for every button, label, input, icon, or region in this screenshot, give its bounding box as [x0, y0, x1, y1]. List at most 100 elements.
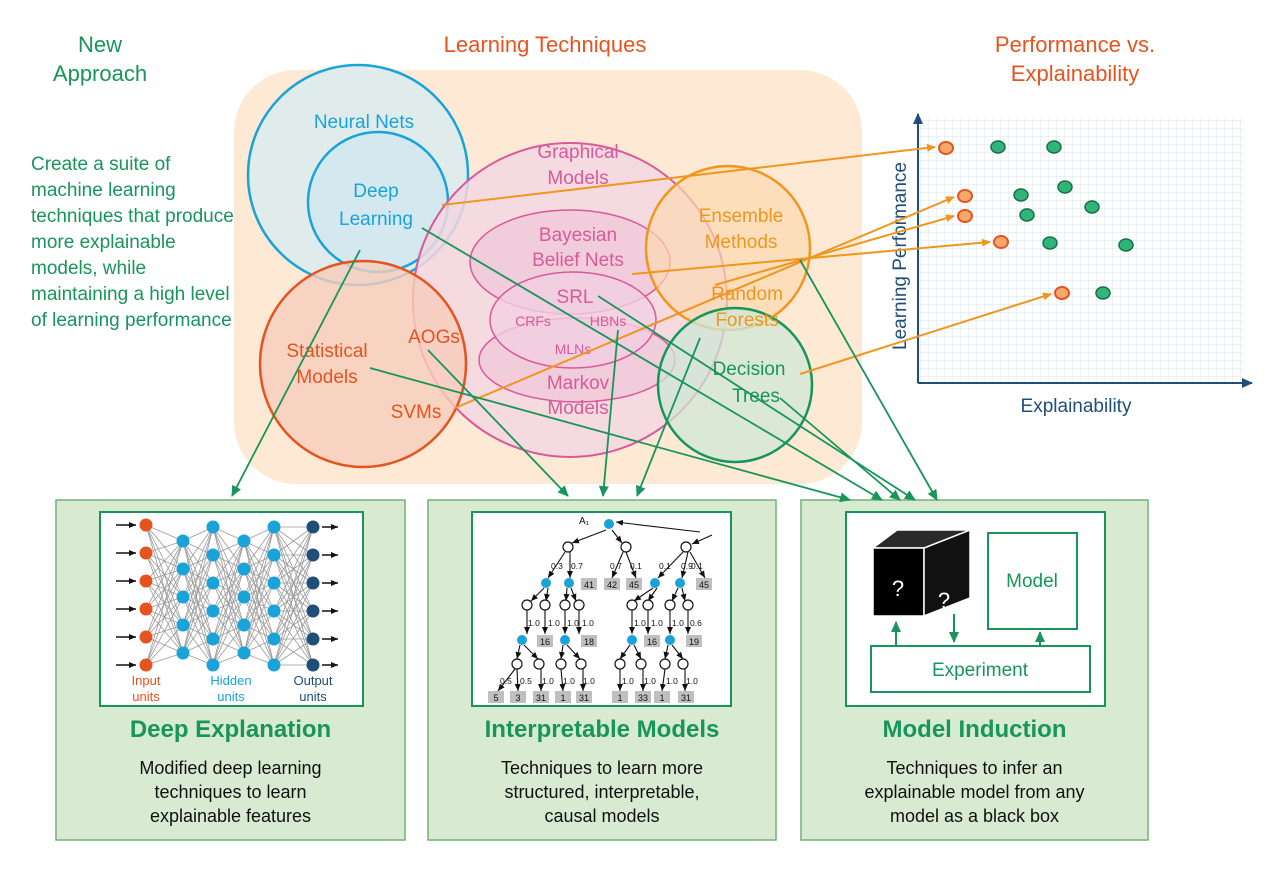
hidden-units-label-1: Hidden	[210, 673, 251, 688]
hidden-unit	[206, 604, 220, 618]
aog-or-node	[626, 599, 638, 611]
nn-connection	[243, 526, 275, 598]
aog-edge-label: 1.0	[528, 618, 540, 628]
aog-terminal	[678, 691, 694, 703]
model-box-label: Model	[1006, 571, 1058, 592]
aog-edge	[633, 587, 654, 602]
experiment-box	[870, 645, 1091, 693]
label-models: Models	[547, 168, 608, 189]
label-svms: SVMs	[391, 402, 442, 423]
interpretable-models-title: Interpretable Models	[484, 716, 720, 743]
output-unit	[306, 658, 320, 672]
aog-edge	[615, 519, 701, 533]
aog-edge	[515, 644, 522, 660]
nn-connection	[273, 526, 314, 556]
orange-point	[957, 209, 973, 223]
aog-or-node	[677, 658, 689, 670]
aog-and-node	[665, 635, 675, 645]
aog-and-node	[650, 578, 660, 588]
aog-terminal	[696, 578, 712, 590]
output-unit	[306, 548, 320, 562]
label-methods: Methods	[705, 232, 778, 253]
aog-terminal-label: 45	[629, 580, 639, 590]
aog-terminal-label: 16	[647, 637, 657, 647]
aog-terminal-label: 41	[584, 580, 594, 590]
aog-edge	[559, 644, 565, 660]
aog-edge-label: 0.1	[659, 561, 671, 571]
arrow-bayesian-to-chart	[631, 238, 991, 275]
aog-and-node	[517, 635, 527, 645]
aog-and-node	[604, 519, 614, 529]
nn-connection	[273, 526, 314, 666]
orange-point	[993, 235, 1009, 249]
deep-desc-line3: explainable features	[149, 806, 312, 826]
input-units-label-1: Input	[132, 673, 161, 688]
label-forests: Forests	[715, 310, 778, 331]
aog-edge	[647, 587, 658, 602]
interp-desc-line1: Techniques to learn more	[500, 758, 704, 778]
aog-or-node	[573, 599, 585, 611]
aog-terminal-label: 31	[579, 693, 589, 703]
aog-edge	[530, 587, 545, 602]
output-unit	[306, 520, 320, 534]
aog-and-node	[560, 635, 570, 645]
aog-terminal-label: 16	[540, 637, 550, 647]
aog-edge	[691, 534, 713, 545]
nn-connection	[145, 596, 184, 666]
deep-desc-line1: Modified deep learning	[139, 758, 322, 778]
aog-and-node	[564, 578, 574, 588]
output-units-label-1: Output	[293, 673, 332, 688]
chart-xlabel: Explainability	[1021, 396, 1132, 417]
arrow-deep-to-card3	[421, 227, 883, 501]
input-units-label-2: units	[132, 689, 160, 704]
interp-desc-line3: causal models	[544, 806, 660, 826]
aog-terminal-label: 45	[699, 580, 709, 590]
arrow-forests-to-chart	[714, 214, 955, 286]
label-ensemble: Ensemble	[699, 206, 784, 227]
hidden-unit	[267, 520, 281, 534]
aog-edge	[559, 668, 566, 692]
green-point	[1057, 180, 1073, 194]
chart-points	[938, 140, 1134, 300]
aog-terminal-label: 31	[536, 693, 546, 703]
hidden-unit	[237, 534, 251, 548]
aog-terminal	[644, 635, 660, 647]
aog-edge	[523, 644, 539, 660]
aog-terminal	[555, 691, 571, 703]
aog-edge	[689, 551, 706, 579]
aog-edge-label: 1.0	[567, 618, 579, 628]
nn-connection	[212, 540, 245, 584]
label-crfs: CRFs	[515, 313, 551, 329]
nn-connection	[273, 526, 314, 640]
aog-edge-label: 1.0	[563, 676, 575, 686]
hidden-unit	[176, 646, 190, 660]
label-statistical-models: Models	[296, 367, 357, 388]
nn-connection	[212, 596, 245, 666]
aog-or-node	[664, 599, 676, 611]
nn-connection	[243, 554, 275, 654]
aog-edge-label: 0.1	[691, 561, 703, 571]
nn-connection	[243, 526, 275, 626]
aog-or-node	[555, 658, 567, 670]
green-point	[990, 140, 1006, 154]
aog-terminal-label: 18	[584, 637, 594, 647]
aog-edge-label: 1.0	[651, 618, 663, 628]
hidden-unit	[237, 562, 251, 576]
aog-edge	[563, 587, 570, 602]
hidden-unit	[176, 618, 190, 632]
induction-desc-line3: model as a black box	[889, 806, 1060, 826]
nn-connection	[273, 638, 314, 666]
aog-or-node	[614, 658, 626, 670]
nn-connection	[243, 610, 275, 654]
aog-terminal	[533, 691, 549, 703]
arrow-deep-learning-to-chart	[441, 143, 936, 206]
aog-terminal	[686, 635, 702, 647]
aog-or-node	[659, 658, 671, 670]
aog-or-node	[575, 658, 587, 670]
aog-terminal	[510, 691, 526, 703]
nn-connection	[212, 540, 245, 640]
aog-edge	[663, 644, 670, 660]
neural-network	[116, 518, 338, 672]
aog-terminal-label: 33	[638, 693, 648, 703]
